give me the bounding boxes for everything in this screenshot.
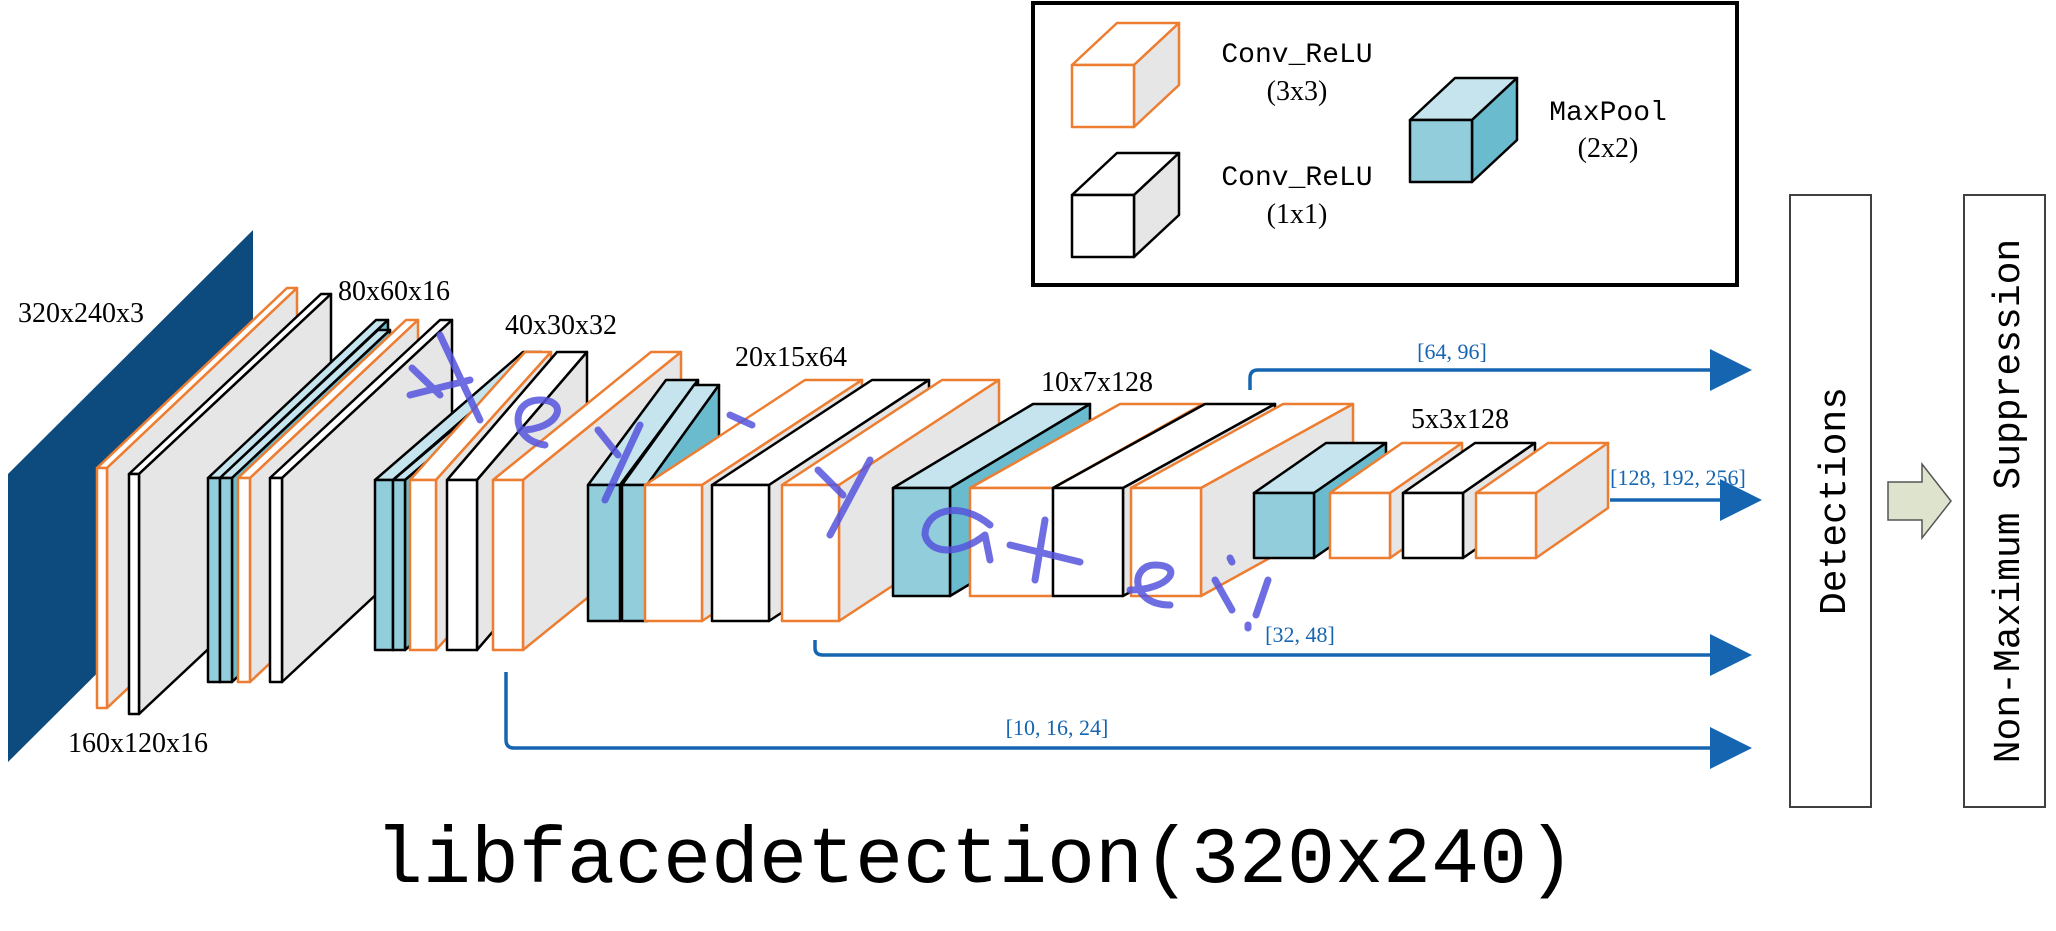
layer-stack	[95, 286, 1610, 716]
nms-box	[1963, 194, 2046, 808]
branch-arrow-3	[813, 634, 1752, 676]
legend-conv3-kernel: (3x3)	[1267, 76, 1328, 107]
legend: Conv_ReLU (3x3) Conv_ReLU (1x1) MaxPool …	[1031, 1, 1739, 287]
tensor-label-stage1: 160x120x16	[68, 728, 208, 759]
tensor-label-stage6: 5x3x128	[1411, 404, 1509, 435]
branch-label-4: [10, 16, 24]	[1006, 715, 1109, 740]
handwritten-watermark	[406, 331, 1272, 632]
tensor-label-stage3: 40x30x32	[505, 310, 617, 341]
tensor-label-stage4: 20x15x64	[735, 342, 847, 373]
legend-conv1-kernel: (1x1)	[1267, 199, 1328, 230]
detections-box	[1789, 194, 1872, 808]
legend-conv3-label: Conv_ReLU	[1221, 40, 1372, 71]
branch-label-3: [32, 48]	[1265, 622, 1335, 647]
tensor-label-stage2: 80x60x16	[338, 276, 450, 307]
flow-block-arrow	[1887, 461, 1952, 541]
nms-label: Non-Maximum Suppression	[1988, 239, 2031, 764]
tensor-label-input: 320x240x3	[18, 298, 144, 329]
diagram-title: libfacedetection(320x240)	[375, 816, 1575, 907]
branch-label-1: [64, 96]	[1417, 339, 1487, 364]
branch-arrow-4	[504, 672, 1752, 769]
legend-conv3-icon	[1070, 21, 1181, 129]
legend-maxpool-kernel: (2x2)	[1578, 133, 1639, 164]
legend-conv1-icon	[1070, 151, 1181, 259]
legend-maxpool-label: MaxPool	[1549, 98, 1667, 129]
legend-conv1-label: Conv_ReLU	[1221, 163, 1372, 194]
layer-24-conv3	[1474, 441, 1610, 560]
branch-label-2: [128, 192, 256]	[1610, 465, 1746, 490]
legend-maxpool-icon	[1408, 76, 1519, 184]
tensor-label-stage5: 10x7x128	[1041, 367, 1153, 398]
detections-label: Detections	[1814, 387, 1857, 615]
branch-arrow-1	[1248, 349, 1752, 391]
branch-arrows	[504, 349, 1762, 769]
